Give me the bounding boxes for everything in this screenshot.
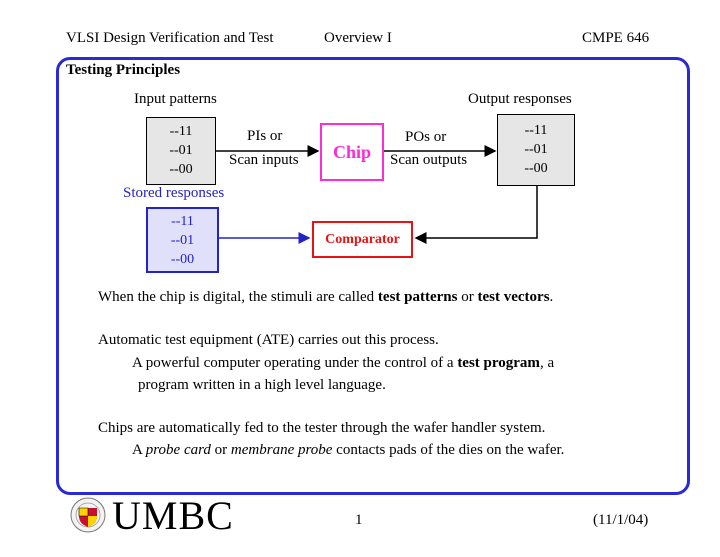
stored-value: --01 (170, 233, 195, 248)
comparator-label: Comparator (325, 232, 400, 247)
header-course: VLSI Design Verification and Test (66, 30, 274, 46)
output-responses-label: Output responses (468, 91, 572, 107)
text: A powerful computer operating under the … (132, 355, 458, 371)
input-patterns-box: --11 --01 --00 (146, 117, 216, 185)
stored-responses-box: --11 --01 --00 (146, 207, 219, 273)
input-value: --11 (169, 124, 193, 139)
input-value: --00 (169, 162, 193, 177)
chip-label: Chip (332, 142, 372, 162)
chip-box: Chip (320, 123, 384, 181)
page-number: 1 (355, 512, 363, 528)
text: . (549, 289, 554, 305)
term-probe-card: probe card (145, 442, 211, 458)
input-value: --01 (169, 143, 193, 158)
stored-value: --00 (170, 252, 195, 267)
term-test-patterns: test patterns (377, 289, 458, 305)
output-value: --00 (524, 161, 548, 176)
text: or (457, 289, 478, 305)
scan-inputs-label: Scan inputs (229, 152, 299, 168)
output-value: --11 (524, 123, 548, 138)
term-membrane-probe: membrane probe (230, 442, 333, 458)
paragraph-probe-card: A probe card or membrane probe contacts … (132, 442, 564, 459)
umbc-seal-icon (70, 497, 106, 533)
text: contacts pads of the dies on the wafer. (332, 442, 565, 458)
term-test-program: test program (457, 355, 540, 371)
output-responses-box: --11 --01 --00 (497, 114, 575, 186)
text: , a (539, 355, 555, 371)
comparator-box: Comparator (312, 221, 413, 258)
header-code: CMPE 646 (582, 30, 650, 46)
paragraph-digital-stimuli: When the chip is digital, the stimuli ar… (98, 289, 553, 306)
pis-label: PIs or (247, 128, 283, 144)
pos-label: POs or (405, 129, 447, 145)
paragraph-wafer-handler: Chips are automatically fed to the teste… (98, 420, 546, 436)
text: A (132, 442, 146, 458)
input-patterns-label: Input patterns (134, 91, 217, 107)
section-title: Testing Principles (66, 62, 181, 78)
text: When the chip is digital, the stimuli ar… (98, 289, 378, 305)
paragraph-program: program written in a high level language… (138, 377, 386, 393)
output-to-comparator-line (414, 186, 538, 244)
term-test-vectors: test vectors (477, 289, 550, 305)
umbc-logo-text: UMBC (112, 493, 234, 538)
paragraph-computer: A powerful computer operating under the … (132, 355, 554, 372)
stored-responses-label: Stored responses (123, 185, 225, 201)
output-value: --01 (524, 142, 548, 157)
slide-date: (11/1/04) (593, 512, 649, 528)
paragraph-ate: Automatic test equipment (ATE) carries o… (98, 332, 439, 348)
scan-outputs-label: Scan outputs (390, 152, 468, 168)
content-frame (56, 57, 690, 495)
stored-value: --11 (171, 214, 194, 229)
text: or (210, 442, 231, 458)
header-topic: Overview I (324, 30, 392, 46)
